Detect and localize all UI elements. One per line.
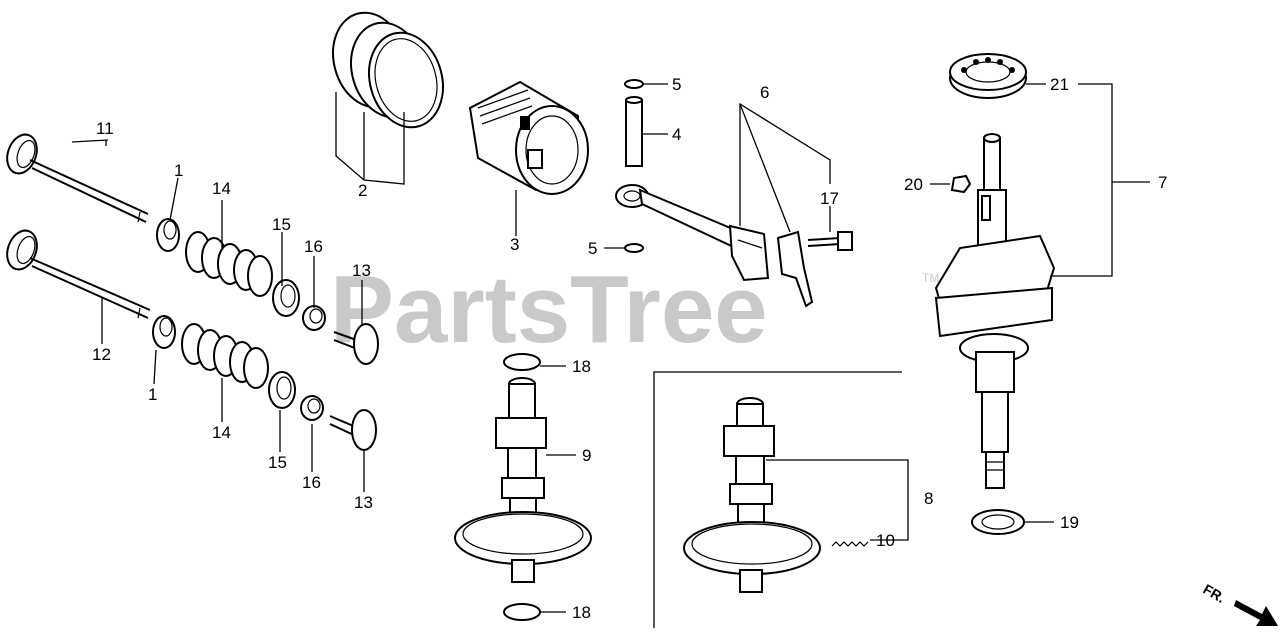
valve-spring-lower[interactable]: [181, 323, 269, 389]
oil-seal[interactable]: [971, 509, 1025, 535]
callout-13-upper: 13: [352, 261, 371, 280]
callout-14-lower: 14: [212, 423, 231, 442]
decompressor-spring[interactable]: [831, 541, 869, 547]
leader-lines: [71, 83, 1150, 613]
camshaft-assembly-frame: [653, 371, 902, 628]
connecting-rod-bolt[interactable]: [807, 231, 853, 251]
crankshaft-bearing[interactable]: [949, 53, 1027, 99]
valve-collar-upper[interactable]: [302, 305, 326, 331]
callout-14-upper: 14: [212, 179, 231, 198]
front-direction-indicator: FR.: [1201, 581, 1278, 626]
spring-seat-lower[interactable]: [268, 371, 296, 409]
callout-1-lower: 1: [148, 385, 157, 404]
callouts: 11 1 14 15 16 13 12 1 14 15 16 13 2 3 5 …: [92, 75, 1167, 622]
valve-lifter-upper[interactable]: [333, 323, 379, 365]
callout-18-upper: 18: [572, 357, 591, 376]
connecting-rod-cap[interactable]: [776, 230, 814, 308]
callout-16-upper: 16: [304, 237, 323, 256]
callout-3: 3: [510, 235, 519, 254]
callout-8: 8: [924, 489, 933, 508]
callout-17: 17: [820, 189, 839, 208]
valve-lifter-lower[interactable]: [329, 409, 377, 451]
valve-collar-lower[interactable]: [300, 395, 324, 421]
callout-6: 6: [760, 83, 769, 102]
callout-19: 19: [1060, 513, 1079, 532]
piston[interactable]: [468, 80, 589, 195]
valve-retainer-lower[interactable]: [152, 315, 176, 349]
spring-seat-upper[interactable]: [272, 279, 300, 317]
valve-retainer-upper[interactable]: [156, 218, 180, 252]
watermark-trademark: TM: [922, 271, 939, 285]
crankshaft[interactable]: [934, 133, 1056, 489]
callout-4: 4: [672, 125, 681, 144]
callout-10: 10: [876, 531, 895, 550]
crankshaft-key[interactable]: [950, 174, 972, 194]
callout-1-upper: 1: [174, 161, 183, 180]
piston-pin-clip-upper[interactable]: [624, 79, 644, 89]
camshaft-washer-upper[interactable]: [503, 353, 541, 371]
camshaft-assembly[interactable]: [683, 397, 821, 593]
callout-15-upper: 15: [272, 215, 291, 234]
callout-12: 12: [92, 345, 111, 364]
piston-pin-clip-lower[interactable]: [624, 243, 644, 253]
callout-2: 2: [358, 181, 367, 200]
callout-7: 7: [1158, 173, 1167, 192]
callout-5-lower: 5: [588, 239, 597, 258]
callout-11: 11: [96, 119, 114, 138]
valve-spring-upper[interactable]: [185, 231, 273, 297]
intake-valve[interactable]: [2, 130, 149, 223]
connecting-rod[interactable]: [615, 184, 770, 282]
camshaft[interactable]: [454, 377, 592, 583]
callout-21: 21: [1050, 75, 1069, 94]
piston-ring-set[interactable]: [323, 4, 453, 135]
camshaft-washer-lower[interactable]: [503, 603, 541, 621]
callout-9: 9: [582, 446, 591, 465]
front-arrow-icon: [1234, 600, 1278, 626]
callout-5-upper: 5: [672, 75, 681, 94]
piston-pin[interactable]: [625, 96, 643, 167]
callout-18-lower: 18: [572, 603, 591, 622]
callout-16-lower: 16: [302, 473, 321, 492]
front-direction-label: FR.: [1201, 581, 1229, 606]
exhaust-valve[interactable]: [2, 226, 151, 319]
callout-15-lower: 15: [268, 453, 287, 472]
callout-13-lower: 13: [354, 493, 373, 512]
watermark: PartsTree: [330, 256, 768, 363]
callout-20: 20: [904, 175, 923, 194]
